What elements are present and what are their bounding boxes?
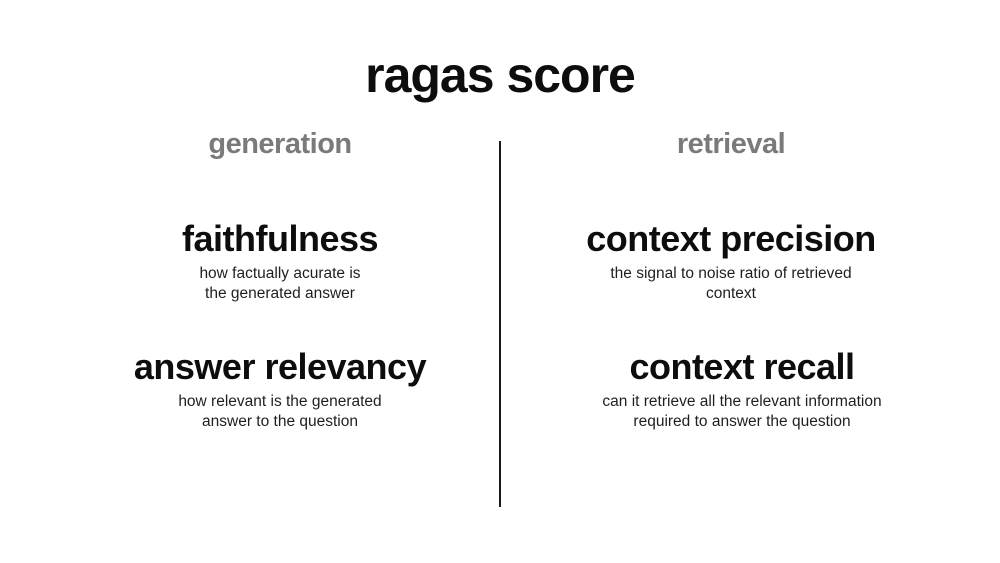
column-header-generation: generation: [208, 128, 352, 160]
metric-title: context precision: [586, 218, 876, 259]
vertical-divider: [499, 141, 501, 507]
metric-description-line: answer to the question: [202, 413, 358, 430]
metric-description-line: context: [706, 285, 756, 302]
metric-title: answer relevancy: [133, 346, 427, 387]
metric-description: how relevant is the generated answer to …: [30, 392, 530, 432]
metric-description: how factually acurate is the generated a…: [30, 264, 530, 304]
metric-description: the signal to noise ratio of retrieved c…: [481, 264, 981, 304]
metric-description-line: required to answer the question: [633, 413, 851, 430]
metric-context-recall: context recall can it retrieve all the r…: [492, 345, 992, 432]
metric-description-line: the signal to noise ratio of retrieved: [610, 265, 852, 282]
metric-title: faithfulness: [181, 218, 379, 259]
metric-faithfulness: faithfulness how factually acurate is th…: [30, 217, 530, 304]
metric-description-line: the generated answer: [205, 285, 355, 302]
metric-context-precision: context precision the signal to noise ra…: [481, 217, 981, 304]
column-header-retrieval: retrieval: [676, 128, 786, 160]
metric-description-line: how factually acurate is: [199, 265, 361, 282]
metric-title: context recall: [629, 346, 855, 387]
page-title: ragas score: [365, 47, 636, 103]
metric-description-line: how relevant is the generated: [178, 393, 382, 410]
metric-answer-relevancy: answer relevancy how relevant is the gen…: [30, 345, 530, 432]
metric-description-line: can it retrieve all the relevant informa…: [602, 393, 882, 410]
metric-description: can it retrieve all the relevant informa…: [492, 392, 992, 432]
